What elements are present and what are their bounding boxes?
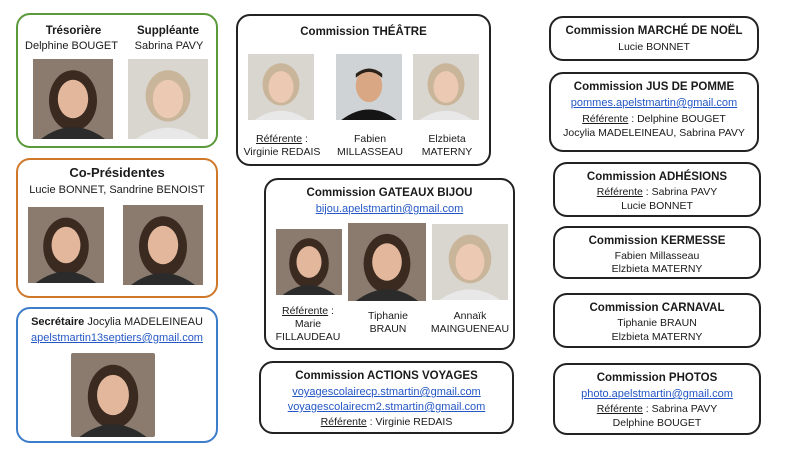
gateaux-p3-last: MAINGUENEAU (430, 323, 510, 335)
gateaux-p2-caption: Tiphanie BRAUN (350, 310, 426, 336)
jus-card: Commission JUS DE POMME pommes.apelstmar… (549, 72, 759, 152)
gateaux-p2-first: Tiphanie (368, 310, 408, 322)
copresidents-title: Co-Présidentes (69, 165, 165, 180)
jus-members: Jocylia MADELEINEAU, Sabrina PAVY (563, 127, 745, 139)
voyages-title: Commission ACTIONS VOYAGES (295, 370, 478, 382)
gateaux-p1-first: Marie (294, 318, 322, 330)
gateaux-email-link[interactable]: bijou.apelstmartin@gmail.com (315, 203, 464, 215)
jus-email-link[interactable]: pommes.apelstmartin@gmail.com (570, 97, 738, 109)
secretary-name: Jocylia MADELEINEAU (87, 316, 203, 328)
theatre-title: Commission THÉÂTRE (300, 26, 427, 38)
voyages-referent-name: : Virginie REDAIS (366, 416, 453, 428)
gateaux-p1-caption: Référente : Marie FILLAUDEAU (268, 305, 348, 344)
secretary-title: Secrétaire (31, 316, 85, 328)
kermesse-title: Commission KERMESSE (588, 235, 726, 247)
gateaux-p1-colon: : (328, 305, 334, 317)
treasurer-photo (33, 57, 113, 141)
theatre-p2-last: MILLASSEAU (337, 146, 403, 158)
adhesions-title: Commission ADHÉSIONS (586, 171, 728, 183)
gateaux-p2-last: BRAUN (369, 323, 407, 335)
theatre-p3-last: MATERNY (421, 146, 473, 158)
secretary-photo (71, 353, 155, 437)
carnaval-member-1: Tiphanie BRAUN (617, 317, 697, 329)
adhesions-card: Commission ADHÉSIONS Référente : Sabrina… (553, 162, 761, 217)
kermesse-card: Commission KERMESSE Fabien Millasseau El… (553, 226, 761, 279)
adhesions-member: Lucie BONNET (621, 200, 693, 212)
photos-role: Référente (596, 403, 643, 415)
noel-card: Commission MARCHÉ DE NOËL Lucie BONNET (549, 16, 759, 61)
copresidents-card: Co-Présidentes Lucie BONNET, Sandrine BE… (16, 158, 218, 298)
carnaval-card: Commission CARNAVAL Tiphanie BRAUN Elzbi… (553, 293, 761, 348)
deputy-photo (128, 57, 208, 141)
adhesions-referent-line: Référente : Sabrina PAVY (555, 185, 759, 199)
theatre-photo-3 (413, 44, 479, 130)
copresidents-names: Lucie BONNET, Sandrine BENOIST (29, 184, 205, 196)
photos-referent-line: Référente : Sabrina PAVY (555, 402, 759, 416)
copresident-photo-1 (28, 202, 104, 288)
jus-referent-line: Référente : Delphine BOUGET (551, 112, 757, 126)
theatre-p1-colon: : (302, 133, 308, 145)
secretary-email-link[interactable]: apelstmartin13septiers@gmail.com (31, 332, 203, 344)
gateaux-photo-2 (348, 221, 426, 303)
secretary-card: Secrétaire Jocylia MADELEINEAU apelstmar… (16, 307, 218, 443)
theatre-p2-first: Fabien (353, 133, 387, 145)
photos-card: Commission PHOTOS photo.apelstmartin@gma… (553, 363, 761, 435)
adhesions-role: Référente (596, 186, 643, 198)
kermesse-member-2: Elzbieta MATERNY (611, 263, 703, 275)
theatre-p3-caption: Elzbieta MATERNY (408, 133, 486, 159)
voyages-referent-line: Référente : Virginie REDAIS (261, 415, 512, 429)
gateaux-p3-caption: Annaïk MAINGUENEAU (426, 310, 514, 336)
adhesions-referent-name: : Sabrina PAVY (642, 186, 718, 198)
theatre-p1-role: Référente (256, 133, 303, 145)
kermesse-member-1: Fabien Millasseau (614, 250, 700, 262)
deputy-name: Sabrina PAVY (134, 40, 204, 52)
jus-title: Commission JUS DE POMME (573, 81, 735, 93)
voyages-role: Référente (320, 416, 367, 428)
gateaux-p1-role: Référente (282, 305, 329, 317)
gateaux-p3-first: Annaïk (453, 310, 487, 322)
gateaux-title: Commission GATEAUX BIJOU (306, 187, 473, 199)
noel-title: Commission MARCHÉ DE NOËL (565, 25, 743, 37)
treasury-card: Trésorière Suppléante Delphine BOUGET Sa… (16, 13, 218, 148)
jus-role: Référente (582, 113, 629, 125)
gateaux-photo-1 (276, 221, 342, 303)
gateaux-p1-last: FILLAUDEAU (275, 331, 341, 343)
copresident-photo-2 (123, 202, 203, 288)
noel-name: Lucie BONNET (618, 41, 690, 53)
photos-member: Delphine BOUGET (612, 417, 702, 429)
voyages-email-cp-link[interactable]: voyagescolairecp.stmartin@gmail.com (292, 386, 481, 398)
theatre-photo-2 (336, 44, 402, 130)
photos-title: Commission PHOTOS (596, 372, 718, 384)
theatre-p3-first: Elzbieta (428, 133, 466, 145)
secretary-line: Secrétaire Jocylia MADELEINEAU (18, 315, 216, 329)
carnaval-title: Commission CARNAVAL (589, 302, 725, 314)
gateaux-card: Commission GATEAUX BIJOU bijou.apelstmar… (264, 178, 515, 350)
theatre-p1-caption: Référente : Virginie REDAIS (240, 133, 324, 159)
voyages-card: Commission ACTIONS VOYAGES voyagescolair… (259, 361, 514, 434)
theatre-p2-caption: Fabien MILLASSEAU (330, 133, 410, 159)
jus-referent-name: : Delphine BOUGET (628, 113, 726, 125)
photos-email-link[interactable]: photo.apelstmartin@gmail.com (581, 388, 733, 400)
photos-referent-name: : Sabrina PAVY (642, 403, 718, 415)
theatre-p1-name: Virginie REDAIS (243, 146, 321, 158)
treasurer-name: Delphine BOUGET (25, 40, 118, 52)
gateaux-photo-3 (432, 221, 508, 303)
deputy-title: Suppléante (137, 25, 199, 37)
treasurer-title: Trésorière (45, 25, 102, 37)
voyages-email-cm2-link[interactable]: voyagescolairecm2.stmartin@gmail.com (287, 401, 486, 413)
carnaval-member-2: Elzbieta MATERNY (611, 331, 703, 343)
theatre-card: Commission THÉÂTRE Référente : Virginie … (236, 14, 491, 166)
theatre-photo-1 (248, 44, 314, 130)
